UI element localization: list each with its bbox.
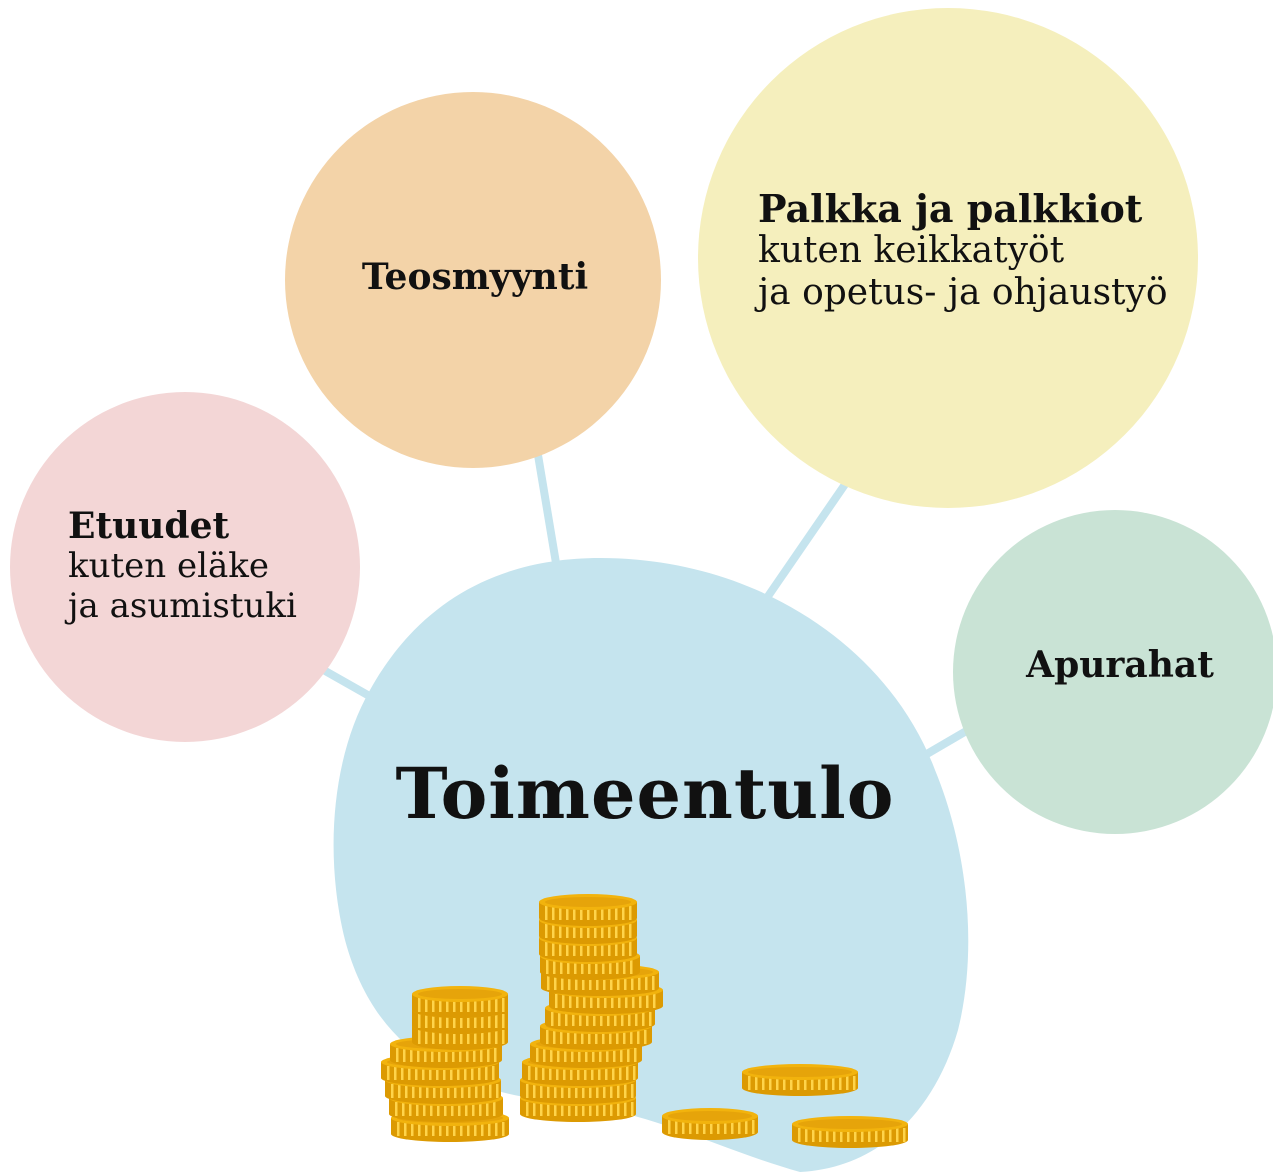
node-palkka: Palkka ja palkkiot kuten keikkatyöt ja o… (758, 188, 1178, 314)
circle-teosmyynti (285, 92, 661, 468)
coin-icon (662, 1108, 758, 1140)
coin-stacks-icon (381, 894, 908, 1148)
node-palkka-line1: kuten keikkatyöt (758, 230, 1065, 271)
connector-palkka (758, 477, 852, 608)
circle-etuudet (10, 392, 360, 742)
node-apurahat: Apurahat (1010, 644, 1230, 686)
circle-apurahat (953, 510, 1273, 834)
center-title: Toimeentulo (330, 752, 960, 835)
node-palkka-line2: ja opetus- ja ohjaustyö (758, 272, 1168, 313)
coin-icon (792, 1116, 908, 1148)
node-palkka-title: Palkka ja palkkiot (758, 186, 1143, 231)
node-etuudet-line1: kuten eläke (68, 546, 269, 586)
node-etuudet-line2: ja asumistuki (68, 586, 297, 626)
node-teosmyynti: Teosmyynti (290, 256, 660, 298)
connector-teosmyynti (534, 454, 562, 576)
node-teosmyynti-title: Teosmyynti (361, 256, 589, 298)
node-etuudet: Etuudet kuten eläke ja asumistuki (68, 506, 348, 626)
circle-palkka (698, 8, 1198, 508)
coin-icon (412, 986, 508, 1018)
node-etuudet-title: Etuudet (68, 505, 230, 547)
node-apurahat-title: Apurahat (1026, 644, 1214, 686)
coin-icon (539, 894, 637, 926)
center-title-text: Toimeentulo (395, 752, 895, 835)
coin-icon (742, 1064, 858, 1096)
